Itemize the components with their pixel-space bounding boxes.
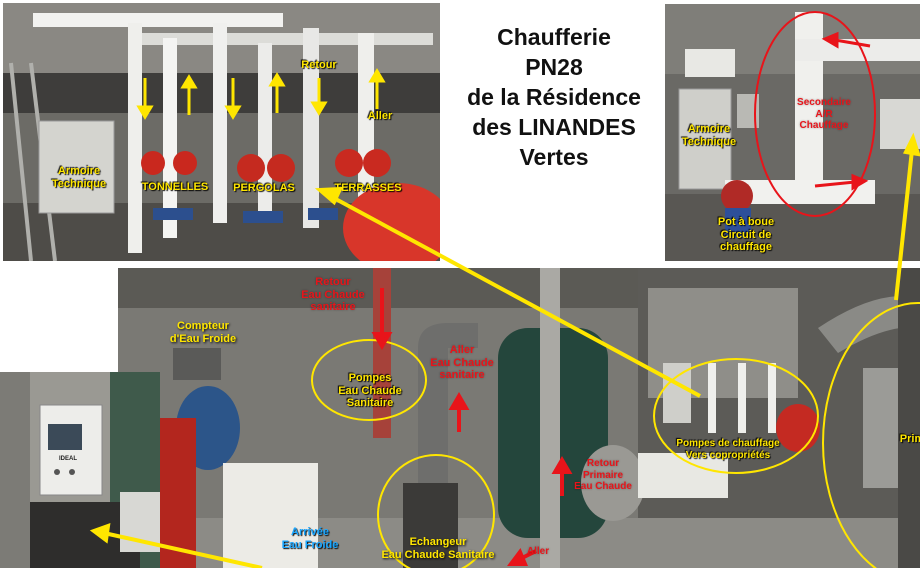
title-line: PN28	[525, 54, 583, 80]
title-line: Chaufferie	[497, 24, 611, 50]
photo-pump-manifold: Armoire Technique TONNELLES PERGOLAS TER…	[3, 3, 440, 261]
label-tonnelles: TONNELLES	[141, 181, 209, 193]
page-title: Chaufferie PN28 de la Résidence des LINA…	[448, 22, 660, 172]
label-retour-eau-chaude-sanitaire: Retour Eau Chaude sanitaire	[301, 276, 365, 314]
label-aller: Aller	[526, 546, 550, 557]
title-line: de la Résidence	[467, 84, 641, 110]
label-echangeur-eau-chaude-sanitaire: Echangeur Eau Chaude Sanitaire	[381, 536, 495, 561]
photo-pump-manifold-drawing	[3, 3, 440, 261]
label-retour-primaire-eau-chaude: Retour Primaire Eau Chaude	[574, 458, 632, 492]
label-compteur-eau-froide: Compteur d'Eau Froide	[169, 320, 237, 345]
photo-boiler-unit-drawing	[0, 372, 160, 568]
label-retour: Retour	[301, 59, 337, 71]
label-primaire-partial: Prim	[899, 433, 920, 445]
label-pot-a-boue: Pot à boue Circuit de chauffage	[717, 216, 775, 254]
label-pergolas: PERGOLAS	[233, 182, 295, 194]
label-arrivee-eau-froide: Arrivée Eau Froide	[281, 526, 339, 551]
label-secondaire-ar-chauffage: Secondaire A/R Chauffage	[797, 97, 851, 131]
photo-boiler-room-drawing	[118, 268, 920, 568]
photo-secondary-circuit-drawing	[665, 4, 920, 261]
label-pompes-de-chauffage: Pompes de chauffage Vers copropriétés	[676, 438, 780, 461]
title-line: des LINANDES	[472, 114, 636, 140]
label-armoire-technique: Armoire Technique	[51, 165, 107, 190]
photo-boiler-unit: IDEAL	[0, 372, 160, 568]
photo-secondary-circuit: Secondaire A/R Chauffage Armoire Techniq…	[665, 4, 920, 261]
title-line: Vertes	[519, 144, 589, 170]
label-device-brand: IDEAL	[59, 456, 77, 462]
label-terrasses: TERRASSES	[334, 182, 402, 194]
photo-boiler-room: Retour Eau Chaude sanitaire Compteur d'E…	[118, 268, 920, 568]
label-aller: Aller	[367, 110, 393, 122]
label-pompes-eau-chaude-sanitaire: Pompes Eau Chaude Sanitaire	[338, 372, 402, 410]
label-armoire-technique: Armoire Technique	[681, 123, 737, 148]
label-aller-eau-chaude-sanitaire: Aller Eau Chaude sanitaire	[430, 344, 494, 382]
